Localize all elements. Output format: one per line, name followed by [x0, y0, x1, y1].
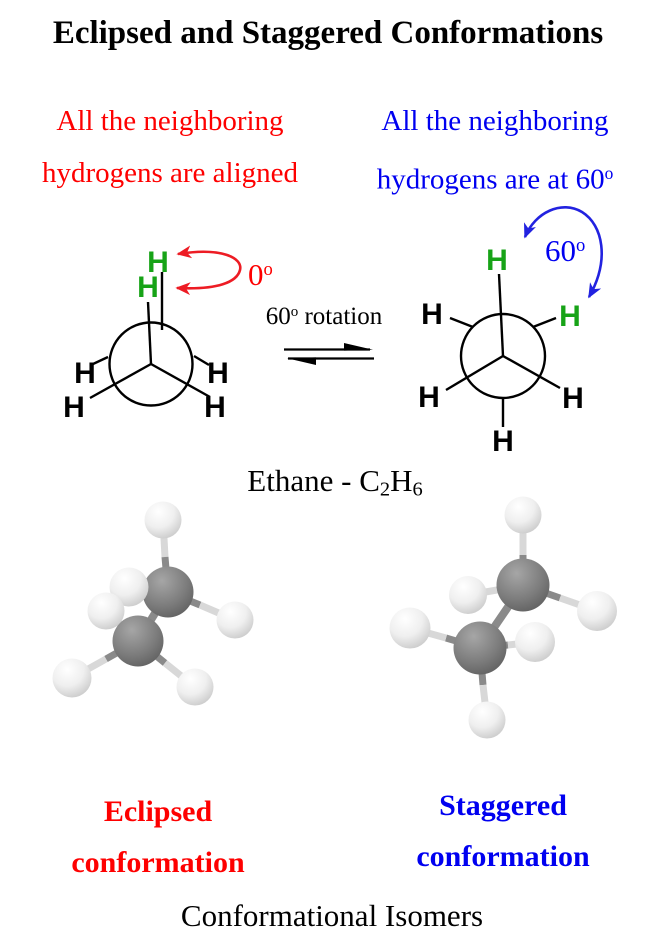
- back-bond-upper-right: [532, 316, 557, 329]
- hydrogen-atom: [216, 601, 254, 639]
- sixty-degree-arrow: [523, 206, 603, 299]
- back-bond-right: [193, 354, 210, 367]
- front-bond-top: [497, 273, 505, 357]
- front-bond-top: [146, 301, 153, 365]
- subscript-2: 2: [379, 478, 391, 501]
- h-label-bottom-left: H: [63, 391, 85, 424]
- h-label-bottom: H: [492, 425, 514, 458]
- sixty-degree-label: 60o: [545, 233, 586, 268]
- eclipsed-caption-line2: conformation: [71, 846, 245, 879]
- degree-superscript: o: [263, 258, 273, 280]
- rotation-label: 60o rotation: [265, 303, 383, 330]
- eclipsed-note: All the neighboring hydrogens are aligne…: [20, 95, 320, 199]
- footer-label: Conformational Isomers: [180, 898, 484, 933]
- hydrogen-atom: [144, 501, 182, 539]
- h-label-right: H: [207, 357, 229, 390]
- staggered-note-line1: All the neighboring: [381, 105, 609, 137]
- h-label-front-top: H: [137, 271, 159, 304]
- carbon-atom: [496, 558, 550, 612]
- subscript-6: 6: [412, 478, 423, 501]
- hydrogen-atom: [176, 668, 214, 706]
- front-bond-lower-right: [502, 354, 561, 390]
- h-label-upper-right: H: [559, 300, 581, 333]
- eclipsed-caption: Eclipsed conformation: [33, 786, 283, 888]
- h-label-back-top: H: [147, 246, 169, 279]
- newman-staggered-hydrogen-labels: H H H H H H: [418, 244, 584, 458]
- front-bond-lower-left: [445, 354, 504, 392]
- hydrogen-atom: [87, 592, 125, 630]
- eclipsed-caption-line1: Eclipsed: [103, 795, 213, 828]
- back-bond-left: [92, 355, 109, 366]
- reverse-arrow-head: [287, 357, 316, 365]
- h-label-lower-right: H: [562, 382, 584, 415]
- h-label-top: H: [486, 244, 508, 277]
- page-title: Eclipsed and Staggered Conformations: [52, 15, 604, 51]
- h-label-lower-left: H: [418, 381, 440, 414]
- staggered-caption-line2: conformation: [416, 840, 590, 873]
- hydrogen-atom: [389, 607, 431, 649]
- h-label-bottom-right: H: [204, 391, 226, 424]
- bonds: [409, 515, 599, 721]
- newman-eclipsed-hydrogen-labels: H H H H H H: [63, 246, 229, 424]
- newman-projection-eclipsed: [89, 272, 211, 407]
- hydrogen-atom: [109, 567, 149, 607]
- eclipsed-note-line2: hydrogens are aligned: [41, 157, 299, 189]
- model-3d-eclipsed: [52, 501, 254, 706]
- model-3d-staggered: [389, 496, 617, 739]
- carbon-atom: [142, 566, 194, 618]
- degree-superscript: o: [604, 163, 614, 183]
- zero-degree-arrow: [175, 245, 242, 296]
- hydrogen-atom: [577, 591, 617, 631]
- hydrogen-atom: [449, 576, 487, 614]
- hydrogen-atom: [468, 701, 506, 739]
- carbon-atom: [453, 621, 507, 675]
- equilibrium-arrows: [284, 343, 374, 365]
- carbon-atom: [112, 615, 164, 667]
- front-bond-lower-right: [150, 362, 211, 399]
- hydrogen-atom: [52, 658, 92, 698]
- ethane-formula-label: Ethane - C2H6: [247, 463, 423, 501]
- staggered-caption: Staggered conformation: [378, 780, 628, 882]
- front-bond-lower-left: [89, 362, 152, 400]
- eclipsed-note-line1: All the neighboring: [56, 105, 284, 137]
- zero-degree-label: 0o: [248, 257, 273, 292]
- back-bond-upper-left: [449, 316, 474, 329]
- staggered-caption-line1: Staggered: [439, 789, 567, 822]
- hydrogen-atom: [515, 622, 555, 662]
- forward-arrow-head: [344, 343, 373, 351]
- newman-circle: [108, 321, 194, 407]
- staggered-note-line2: hydrogens are at 60o: [376, 163, 614, 196]
- staggered-note: All the neighboring hydrogens are at 60o: [345, 95, 645, 206]
- h-label-upper-left: H: [421, 298, 443, 331]
- h-label-left: H: [74, 357, 96, 390]
- degree-superscript: o: [290, 303, 299, 320]
- hydrogen-atom: [504, 496, 542, 534]
- degree-superscript: o: [576, 234, 586, 256]
- newman-projection-staggered: [445, 273, 561, 427]
